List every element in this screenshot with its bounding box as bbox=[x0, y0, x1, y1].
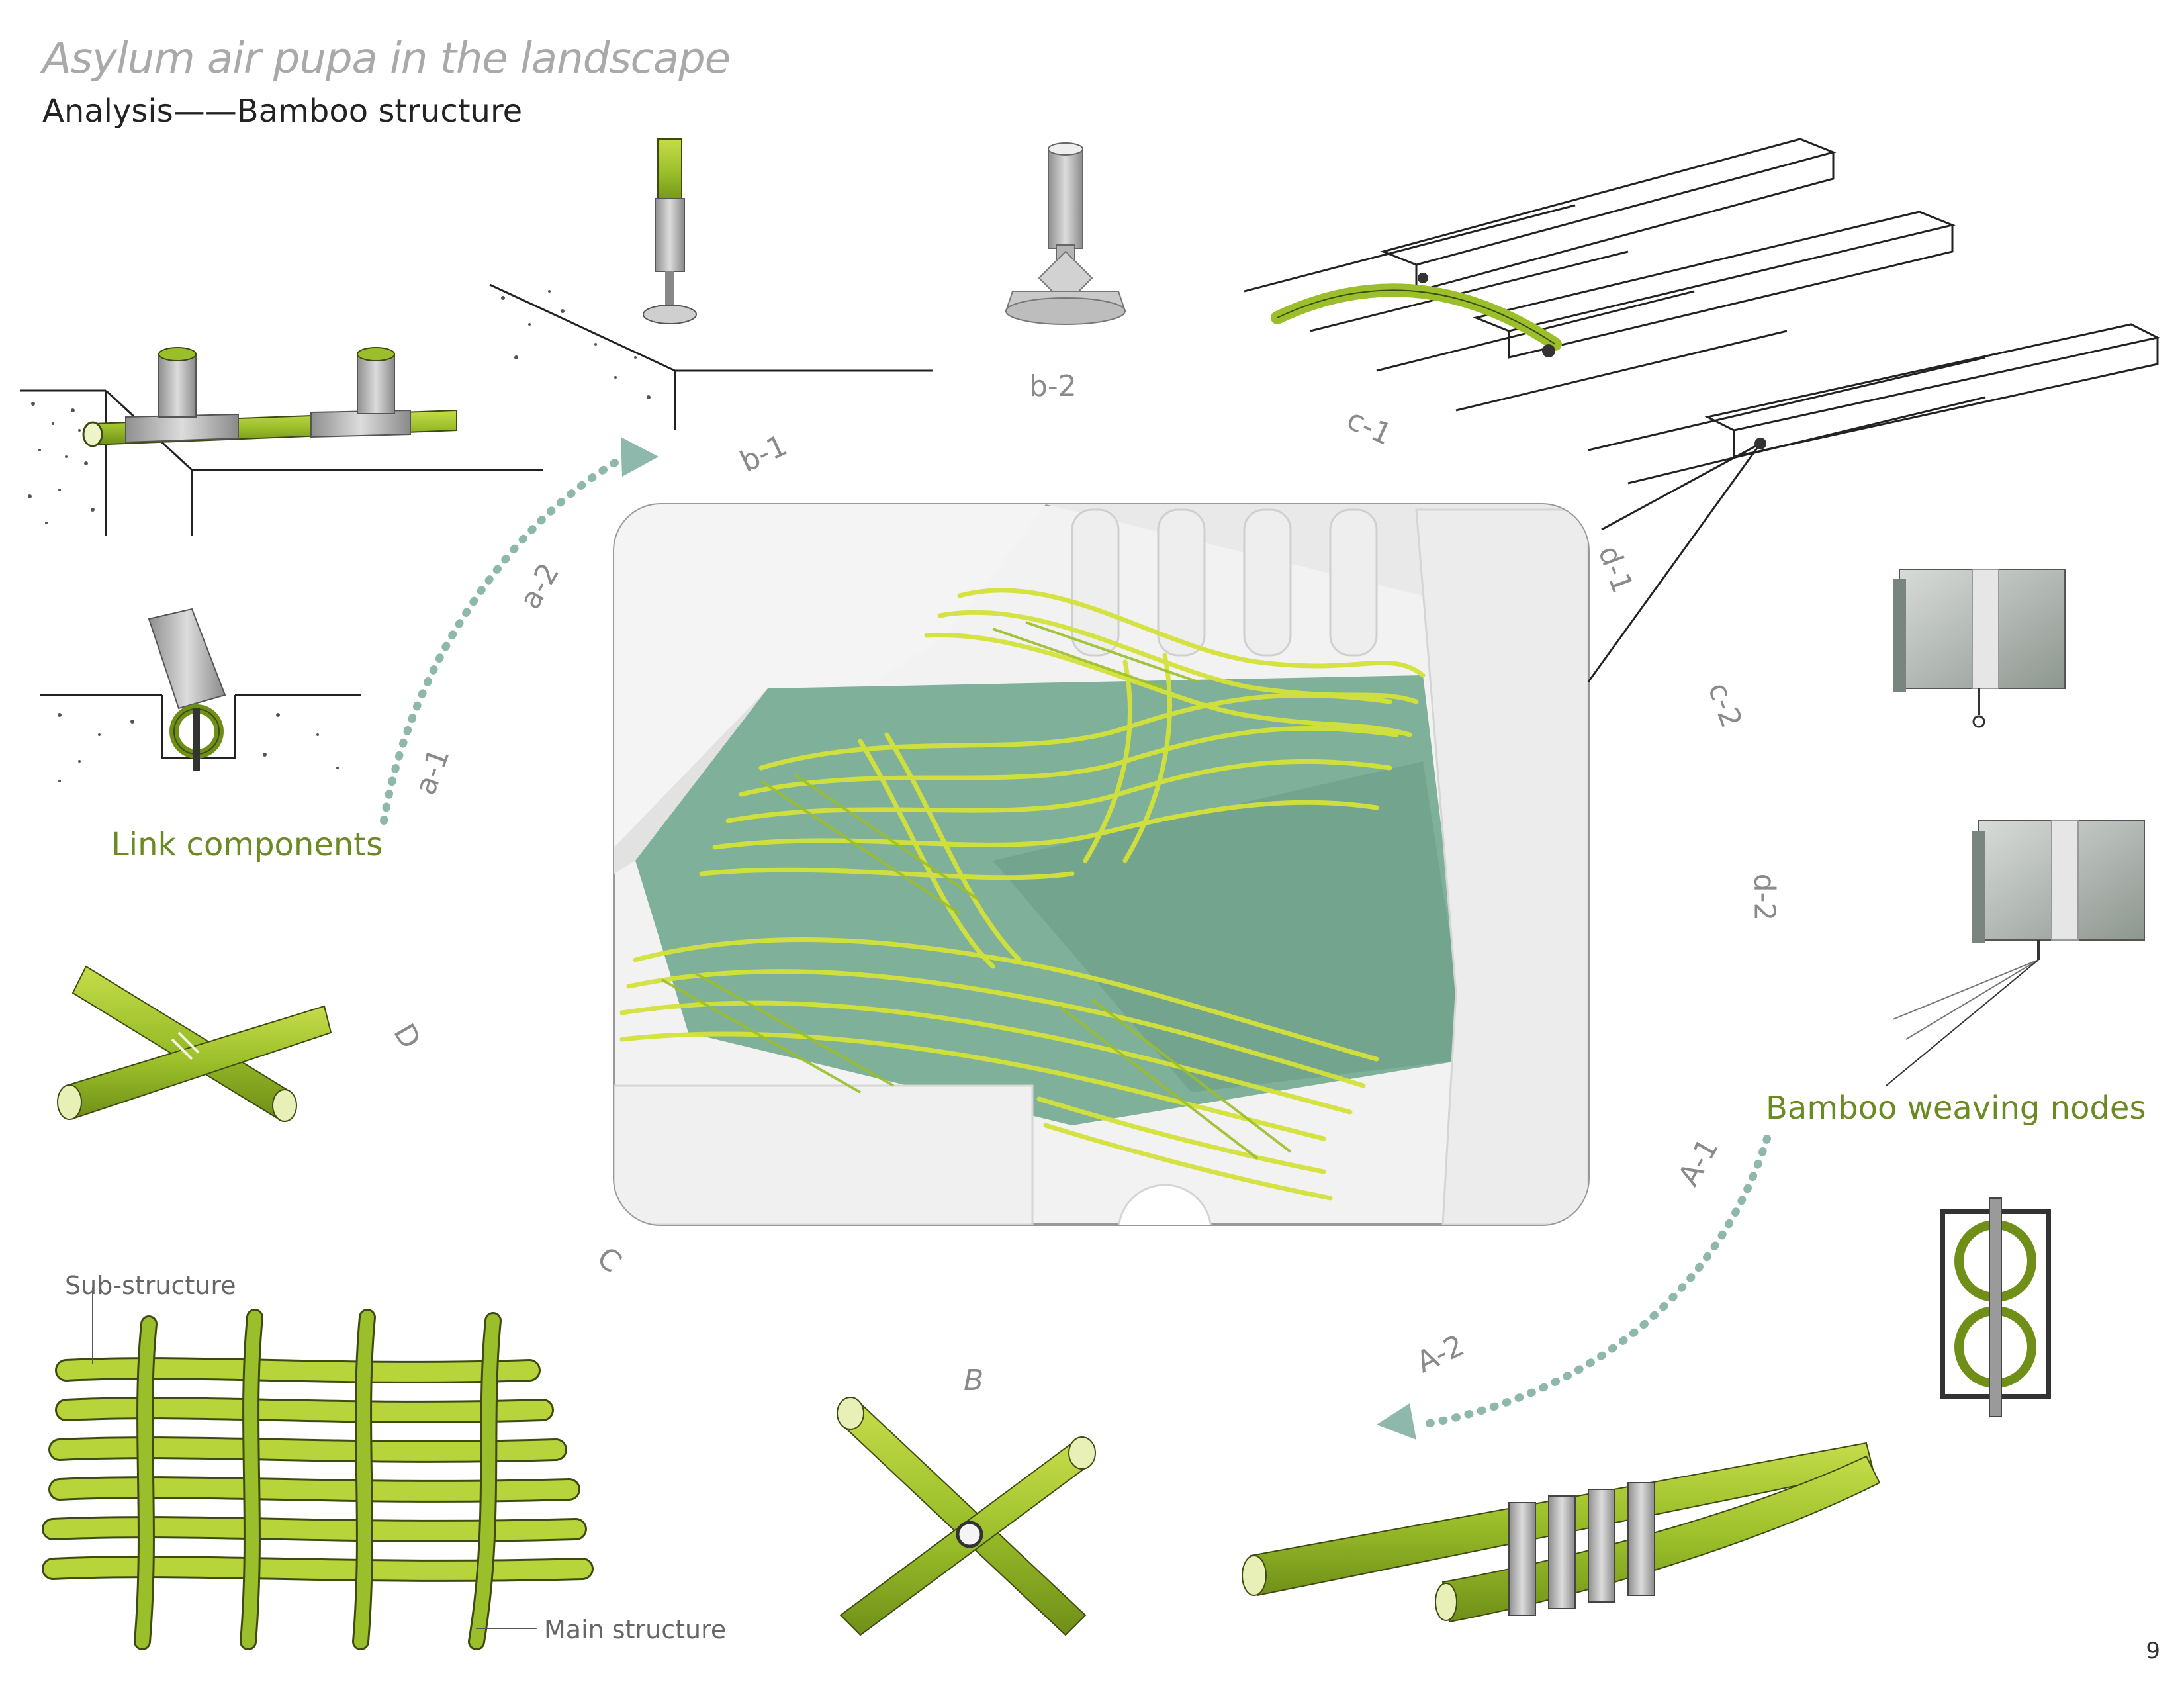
label-d2: d-2 bbox=[1747, 873, 1782, 921]
arrow-head-link-components bbox=[621, 437, 659, 477]
detail-A-clamp bbox=[1242, 1197, 2051, 1623]
arrow-link-components bbox=[380, 453, 629, 825]
detail-B-x-joint bbox=[837, 1397, 1096, 1636]
detail-D-cross-tie bbox=[57, 965, 332, 1122]
label-B: B bbox=[964, 1364, 984, 1397]
detail-C-woven-grid bbox=[42, 1287, 594, 1650]
page-subtitle: Analysis——Bamboo structure bbox=[42, 93, 523, 130]
arrow-head-weaving-nodes bbox=[1377, 1403, 1416, 1440]
column-group bbox=[1071, 508, 1378, 657]
detail-c2-block bbox=[1893, 569, 2066, 728]
annotation-main-structure: Main structure bbox=[544, 1615, 727, 1644]
label-b2: b-2 bbox=[1029, 369, 1077, 403]
bamboo-weave bbox=[619, 588, 1426, 1201]
arrow-weaving-nodes bbox=[1426, 1135, 1771, 1427]
detail-c1-beams bbox=[1244, 138, 2161, 682]
detail-a1-anchor bbox=[40, 608, 361, 782]
label-link-components: Link components bbox=[111, 826, 383, 863]
detail-a2-trench bbox=[20, 347, 543, 536]
annotation-sub-structure: Sub-structure bbox=[65, 1271, 236, 1300]
page-title: Asylum air pupa in the landscape bbox=[42, 34, 731, 83]
detail-d2-block bbox=[1886, 820, 2145, 1086]
detail-b1-pole-base bbox=[489, 138, 933, 430]
label-bamboo-weaving-nodes: Bamboo weaving nodes bbox=[1766, 1090, 2146, 1127]
page-number: 9 bbox=[2146, 1638, 2160, 1664]
detail-b2-socket bbox=[1005, 142, 1126, 325]
central-render bbox=[613, 503, 1590, 1226]
